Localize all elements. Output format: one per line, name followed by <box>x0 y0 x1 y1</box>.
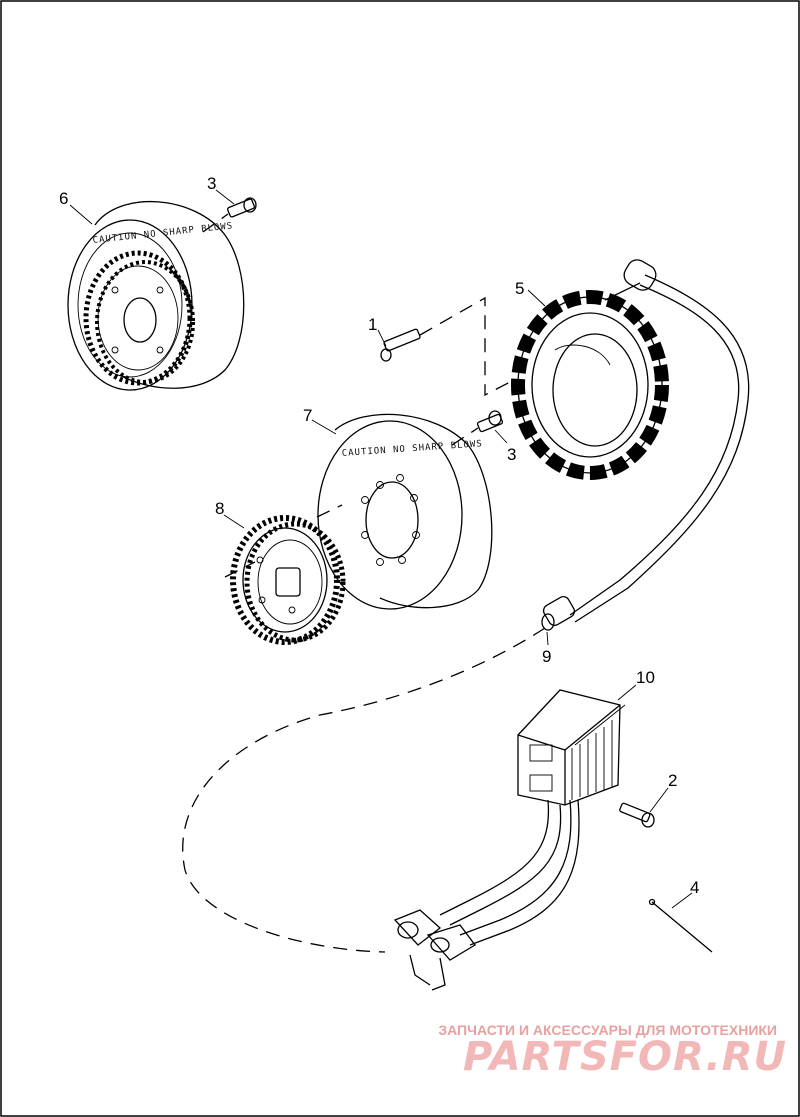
stator-cable <box>569 259 750 623</box>
callout-2: 2 <box>668 771 677 790</box>
callout-labels: 6 3 1 5 7 3 8 9 10 2 4 <box>59 174 699 897</box>
watermark-tagline: ЗАПЧАСТИ И АКСЕССУАРЫ ДЛЯ МОТОТЕХНИКИ <box>438 1022 777 1038</box>
callout-1: 1 <box>368 315 377 334</box>
leader-lines <box>69 189 693 909</box>
callout-3-upper: 3 <box>207 174 216 193</box>
callout-3-lower: 3 <box>507 445 516 464</box>
rotor-6[interactable]: CAUTION NO SHARP BLOWS <box>67 200 245 391</box>
callout-7: 7 <box>303 406 312 425</box>
cable-route-dashed <box>182 627 546 953</box>
callout-6: 6 <box>59 189 68 208</box>
screw-3-lower[interactable] <box>476 410 504 433</box>
wire-connectors[interactable] <box>393 909 476 991</box>
rotor-7-label: CAUTION NO SHARP BLOWS <box>342 439 484 459</box>
callout-9: 9 <box>542 647 551 666</box>
screw-1[interactable] <box>380 328 421 362</box>
regulator-wires <box>439 799 580 946</box>
callout-8: 8 <box>215 499 224 518</box>
callout-4: 4 <box>690 878 699 897</box>
regulator-10[interactable] <box>517 689 626 806</box>
regulator-fins <box>571 704 626 800</box>
rotor-6-sprocket <box>83 250 195 386</box>
callout-5: 5 <box>515 279 524 298</box>
sprocket-8[interactable] <box>230 515 346 645</box>
watermark-brand: PARTSFOR.RU <box>463 1034 787 1080</box>
stator-5[interactable] <box>511 290 669 480</box>
callout-10: 10 <box>636 668 655 687</box>
screw-3-upper[interactable] <box>227 197 257 218</box>
connector-9[interactable] <box>541 594 576 631</box>
watermark: ЗАПЧАСТИ И АКСЕССУАРЫ ДЛЯ МОТОТЕХНИКИ PA… <box>438 1022 787 1080</box>
cable-tie-4[interactable] <box>648 898 713 953</box>
screw-2[interactable] <box>619 802 655 828</box>
rotor-7-bolt-holes <box>361 474 420 566</box>
